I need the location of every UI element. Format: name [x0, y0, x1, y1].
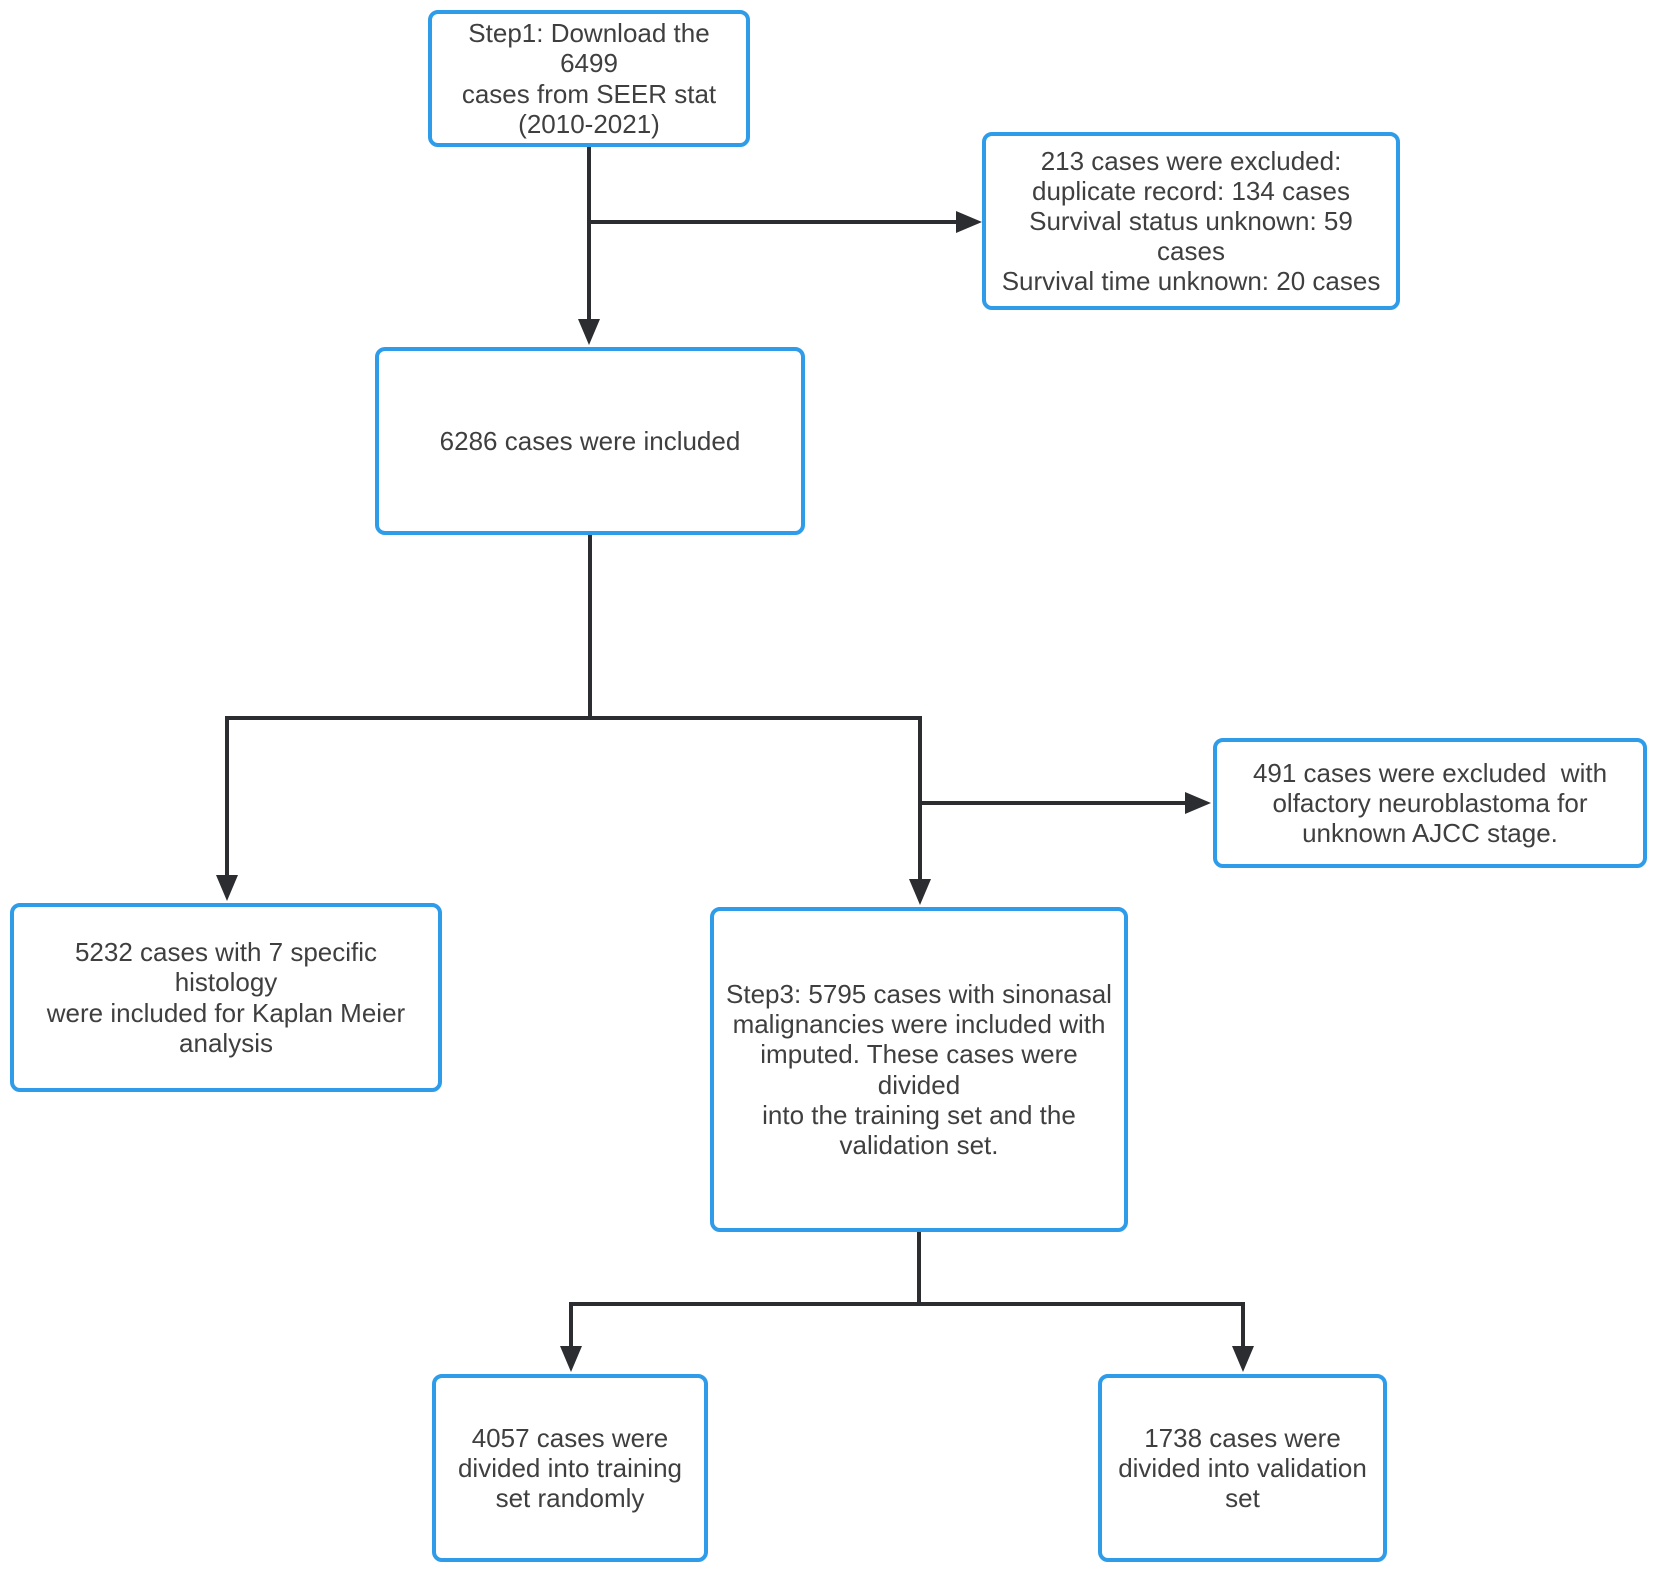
flow-box-step3: Step3: 5795 cases with sinonasal maligna…	[710, 907, 1128, 1232]
flow-box-step1-text: Step1: Download the 6499 cases from SEER…	[461, 18, 717, 139]
flow-box-excluded-213: 213 cases were excluded: duplicate recor…	[982, 132, 1400, 310]
flow-box-validation-1738: 1738 cases were divided into validation …	[1098, 1374, 1387, 1562]
flow-box-training-4057: 4057 cases were divided into training se…	[432, 1374, 708, 1562]
flow-box-included-6286-text: 6286 cases were included	[439, 425, 741, 456]
flow-box-step1: Step1: Download the 6499 cases from SEER…	[428, 10, 750, 147]
flow-box-excluded-213-text: 213 cases were excluded: duplicate recor…	[1001, 145, 1381, 297]
flow-box-step3-text: Step3: 5795 cases with sinonasal maligna…	[726, 979, 1112, 1160]
flow-box-excluded-491-text: 491 cases were excluded with olfactory n…	[1252, 757, 1608, 849]
flow-box-excluded-491: 491 cases were excluded with olfactory n…	[1213, 738, 1647, 868]
flow-box-kaplan-meier-5232: 5232 cases with 7 specific histology wer…	[10, 903, 442, 1092]
flow-box-training-4057-text: 4057 cases were divided into training se…	[457, 1422, 683, 1514]
flow-box-included-6286: 6286 cases were included	[375, 347, 805, 535]
flow-box-validation-1738-text: 1738 cases were divided into validation …	[1118, 1422, 1367, 1514]
flow-box-kaplan-meier-5232-text: 5232 cases with 7 specific histology wer…	[46, 937, 406, 1058]
